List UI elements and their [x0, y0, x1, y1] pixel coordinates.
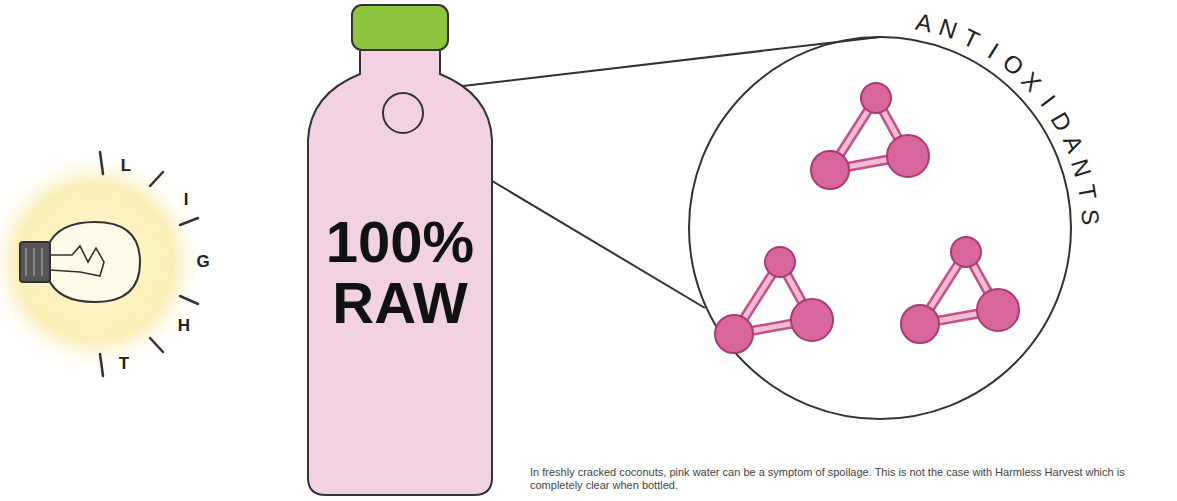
antioxidant-circle: ANTIOXIDANTS	[688, 36, 1072, 420]
magnifier-line	[403, 37, 880, 93]
bottle-cap	[352, 5, 448, 50]
light-letter: L	[121, 156, 131, 176]
bottle-shape: 100% RAW	[300, 0, 500, 501]
light-letter: G	[196, 252, 209, 272]
light-letter: I	[184, 190, 189, 210]
zoom-circle	[383, 93, 423, 133]
magnified-circle	[689, 37, 1071, 419]
light-letter: T	[119, 354, 129, 374]
bottle-body	[308, 48, 492, 495]
light-letter: H	[178, 316, 190, 336]
caption: In freshly cracked coconuts, pink water …	[530, 466, 1170, 492]
bottle-label: 100% RAW	[320, 212, 480, 334]
circle-drawing	[688, 36, 1072, 420]
antioxidant-molecule	[811, 83, 929, 189]
antioxidant-molecule	[715, 247, 833, 353]
light-glow	[0, 150, 207, 374]
light-rays	[100, 152, 198, 376]
antioxidant-molecule	[901, 237, 1019, 343]
light-bulb	[20, 222, 140, 302]
